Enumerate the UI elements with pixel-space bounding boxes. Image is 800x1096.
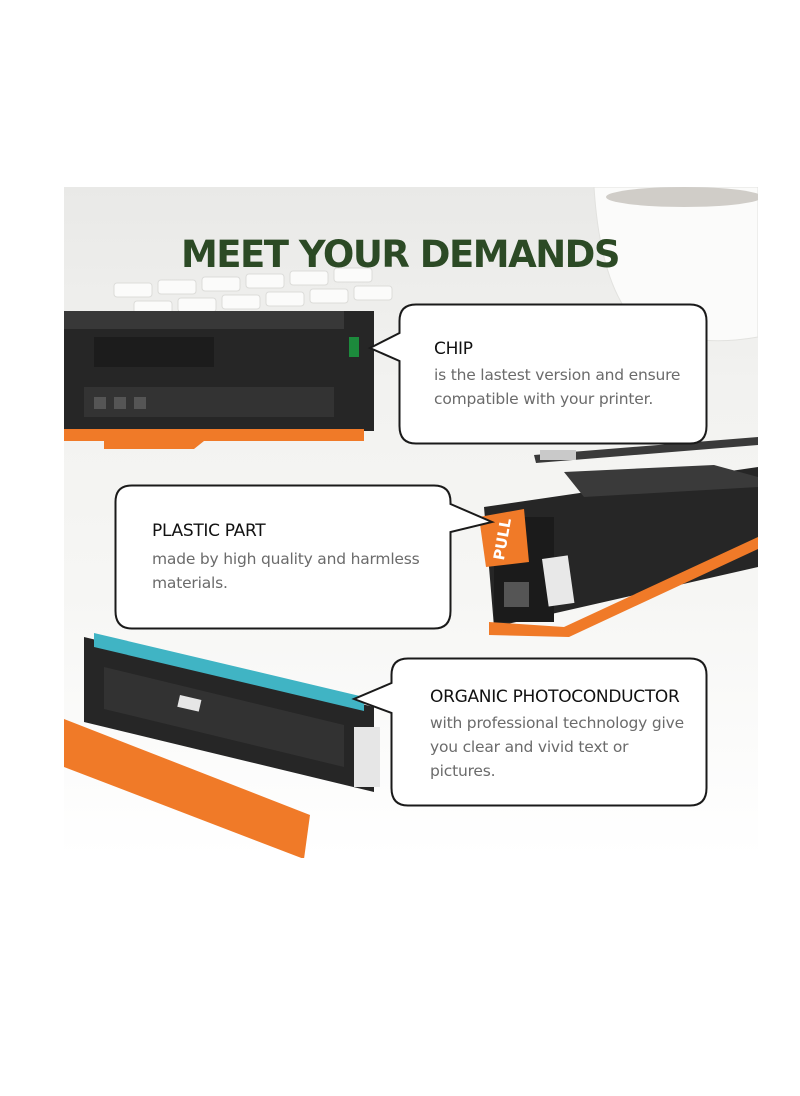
keyboard-illustration [113,267,393,316]
feature-title: CHIP [434,339,473,359]
feature-callout-plastic-part: PLASTIC PART made by high quality and ha… [114,484,496,630]
feature-description: with professional technology give you cl… [430,714,684,780]
feature-callout-photoconductor: ORGANIC PHOTOCONDUCTOR with professional… [351,657,708,807]
feature-callout-chip: CHIP is the lastest version and ensure c… [367,303,708,445]
speech-bubble [367,303,708,445]
speech-bubble [351,657,708,807]
page-headline: MEET YOUR DEMANDS [180,233,621,276]
speech-bubble [114,484,496,630]
background-scene: PULL [64,187,758,858]
feature-description: is the lastest version and ensure compat… [434,366,681,408]
feature-title: ORGANIC PHOTOCONDUCTOR [430,687,680,707]
feature-title: PLASTIC PART [152,521,266,541]
toner-cartridge-chip-view [64,311,374,449]
toner-cartridge-side-view: PULL [479,465,758,637]
feature-description: made by high quality and harmless materi… [152,550,420,592]
coffee-cup-illustration [593,187,758,342]
toner-cartridge-drum-view [64,633,380,858]
pen-illustration [534,437,758,463]
